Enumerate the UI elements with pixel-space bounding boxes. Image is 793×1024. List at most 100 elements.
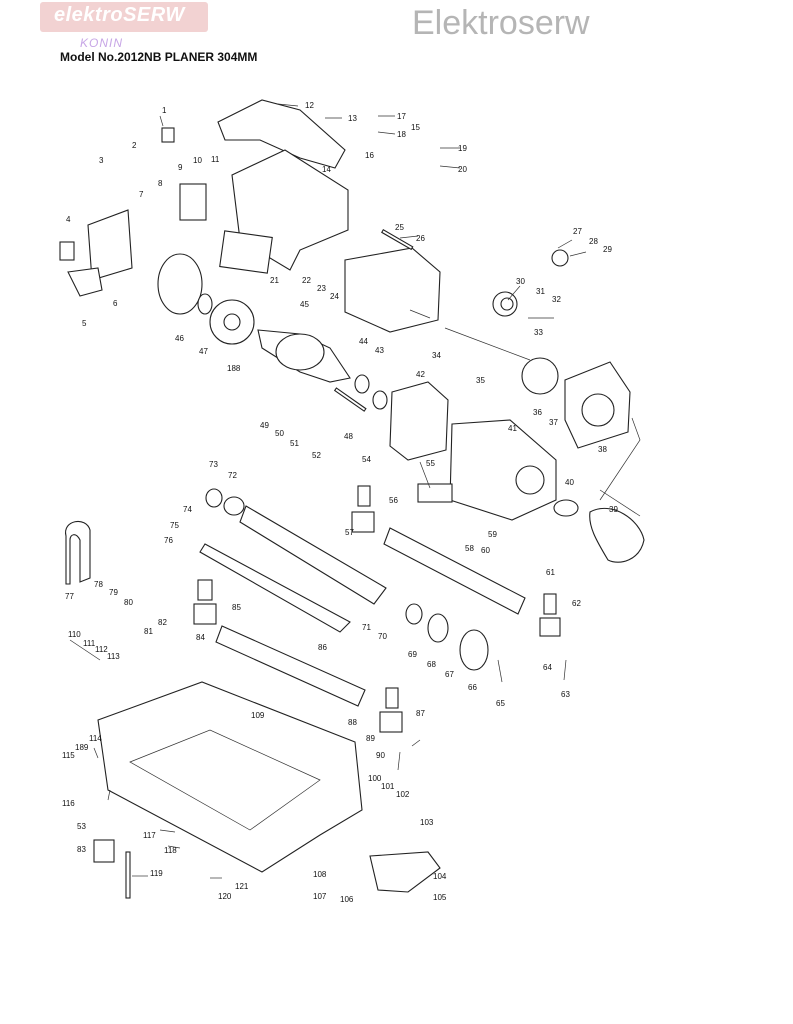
part-label: 89 bbox=[366, 734, 375, 743]
bearing-44 bbox=[354, 374, 370, 394]
part-label: 87 bbox=[416, 709, 425, 718]
part-label: 31 bbox=[536, 287, 545, 296]
part-label: 1 bbox=[162, 106, 167, 115]
part-label: 49 bbox=[260, 421, 269, 430]
part-label: 103 bbox=[420, 818, 434, 827]
part-label: 47 bbox=[199, 347, 208, 356]
part-label: 53 bbox=[77, 822, 86, 831]
spring-block-88 bbox=[379, 711, 403, 733]
logo-subtitle: KONIN bbox=[80, 36, 124, 50]
part-label: 78 bbox=[94, 580, 103, 589]
part-label: 61 bbox=[546, 568, 555, 577]
part-label: 37 bbox=[549, 418, 558, 427]
field-stator bbox=[389, 381, 449, 461]
switch-button bbox=[161, 127, 175, 143]
part-label: 45 bbox=[300, 300, 309, 309]
guard-77 bbox=[65, 520, 91, 585]
belt-cover-55 bbox=[417, 483, 453, 503]
switch-cover bbox=[87, 209, 133, 281]
part-label: 12 bbox=[305, 101, 314, 110]
part-label: 44 bbox=[359, 337, 368, 346]
part-label: 111 bbox=[83, 639, 96, 648]
part-label: 112 bbox=[95, 645, 108, 654]
part-label: 10 bbox=[193, 156, 202, 165]
part-label: 9 bbox=[178, 163, 183, 172]
part-label: 74 bbox=[183, 505, 192, 514]
part-label: 28 bbox=[589, 237, 598, 246]
model-title: Model No.2012NB PLANER 304MM bbox=[60, 50, 258, 64]
threaded-rod-119 bbox=[125, 851, 131, 899]
leader-lines bbox=[69, 103, 641, 879]
part-label: 5 bbox=[82, 319, 87, 328]
part-label: 81 bbox=[144, 627, 153, 636]
part-label: 85 bbox=[232, 603, 241, 612]
part-label: 86 bbox=[318, 643, 327, 652]
part-label: 15 bbox=[411, 123, 420, 132]
part-label: 38 bbox=[598, 445, 607, 454]
part-label: 63 bbox=[561, 690, 570, 699]
part-label: 118 bbox=[164, 846, 177, 855]
part-label: 68 bbox=[427, 660, 436, 669]
part-labels: 1 2 3 4 5 6 7 8 9 10 11 12 13 14 15 16 1… bbox=[62, 101, 618, 904]
switch-box bbox=[179, 183, 207, 221]
part-label: 6 bbox=[113, 299, 118, 308]
armature-core bbox=[275, 333, 325, 371]
pulley-40 bbox=[553, 499, 579, 517]
part-label: 59 bbox=[488, 530, 497, 539]
gear-31 bbox=[500, 297, 514, 311]
part-label: 83 bbox=[77, 845, 86, 854]
part-label: 82 bbox=[158, 618, 167, 627]
spring-54 bbox=[357, 485, 371, 507]
logo-badge bbox=[40, 2, 208, 32]
part-label: 8 bbox=[158, 179, 163, 188]
housing-68 bbox=[427, 613, 449, 643]
part-label: 35 bbox=[476, 376, 485, 385]
part-label: 110 bbox=[68, 630, 81, 639]
top-cover bbox=[217, 99, 346, 169]
part-label: 72 bbox=[228, 471, 237, 480]
part-label: 11 bbox=[211, 155, 220, 164]
sleeve-83 bbox=[93, 839, 115, 863]
part-label: 22 bbox=[302, 276, 311, 285]
gear-66 bbox=[459, 629, 489, 671]
part-label: 113 bbox=[107, 652, 120, 661]
part-label: 60 bbox=[481, 546, 490, 555]
switch-lever bbox=[67, 267, 103, 297]
part-label: 29 bbox=[603, 245, 612, 254]
label-plate bbox=[219, 230, 273, 274]
part-label: 73 bbox=[209, 460, 218, 469]
part-label: 76 bbox=[164, 536, 173, 545]
part-label: 7 bbox=[139, 190, 144, 199]
part-label: 121 bbox=[235, 882, 249, 891]
bearing-72 bbox=[223, 496, 245, 516]
base-frame-inner bbox=[129, 729, 321, 831]
part-label: 66 bbox=[468, 683, 477, 692]
part-label: 46 bbox=[175, 334, 184, 343]
clip bbox=[59, 241, 75, 261]
screw-48 bbox=[333, 387, 367, 412]
shaft-35 bbox=[444, 327, 531, 361]
part-label: 13 bbox=[348, 114, 357, 123]
part-label: 120 bbox=[218, 892, 232, 901]
part-label: 70 bbox=[378, 632, 387, 641]
bearing-69 bbox=[405, 603, 423, 625]
screw-25 bbox=[381, 229, 414, 251]
part-label: 40 bbox=[565, 478, 574, 487]
part-label: 62 bbox=[572, 599, 581, 608]
part-label: 104 bbox=[433, 872, 447, 881]
gear-28 bbox=[551, 249, 569, 267]
part-label: 67 bbox=[445, 670, 454, 679]
part-label: 188 bbox=[227, 364, 241, 373]
part-label: 48 bbox=[344, 432, 353, 441]
part-label: 55 bbox=[426, 459, 435, 468]
part-label: 56 bbox=[389, 496, 398, 505]
part-label: 16 bbox=[365, 151, 374, 160]
part-label: 51 bbox=[290, 439, 299, 448]
logo-text: elektroSERW bbox=[54, 4, 185, 26]
fan-hub bbox=[223, 313, 241, 331]
part-label: 64 bbox=[543, 663, 552, 672]
part-label: 30 bbox=[516, 277, 525, 286]
part-label: 69 bbox=[408, 650, 417, 659]
part-label: 25 bbox=[395, 223, 404, 232]
drive-belt bbox=[589, 507, 645, 563]
